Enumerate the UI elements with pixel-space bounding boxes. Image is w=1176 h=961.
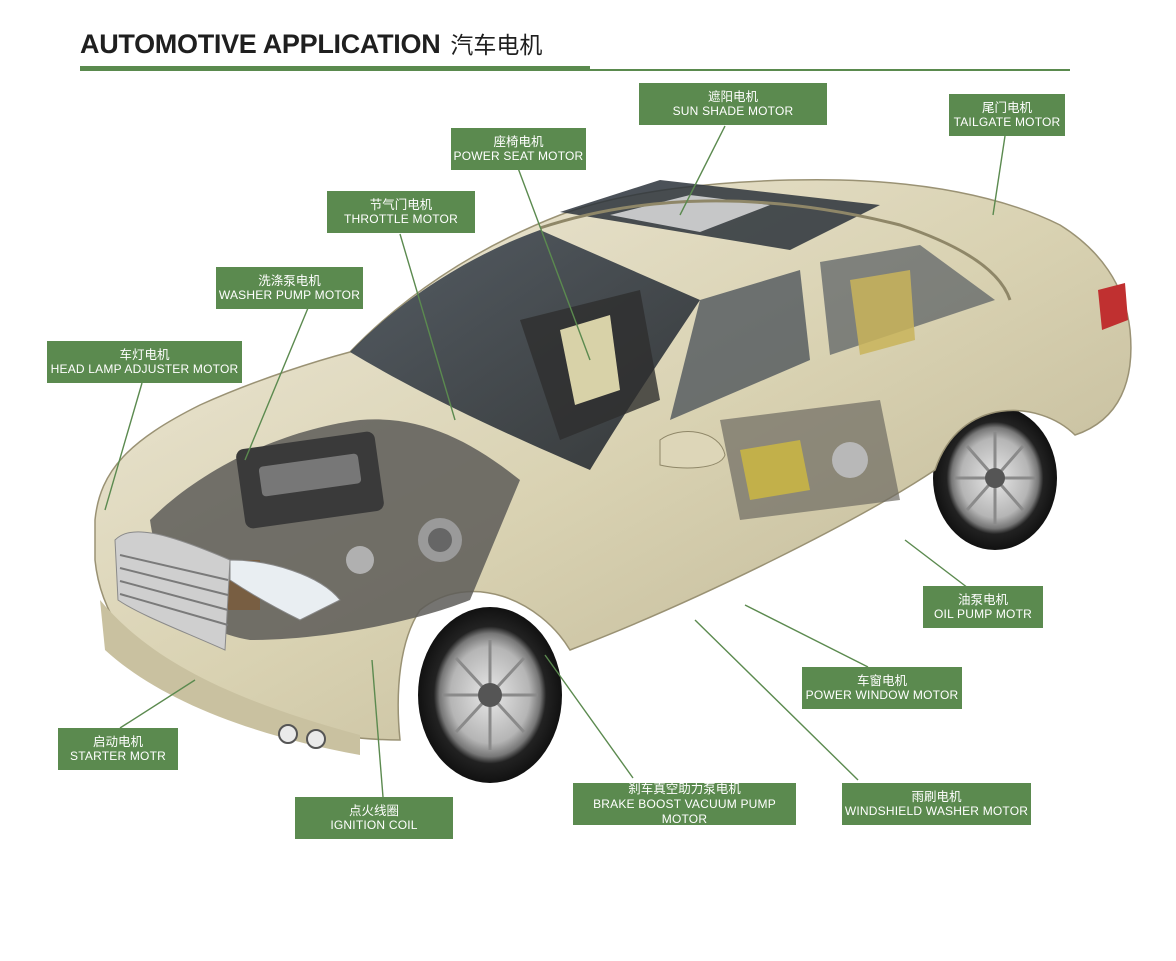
label-starter-motor: 启动电机 STARTER MOTR bbox=[58, 728, 178, 770]
label-sun-shade-motor: 遮阳电机 SUN SHADE MOTOR bbox=[639, 83, 827, 125]
label-windshield-washer-motor: 雨刷电机 WINDSHIELD WASHER MOTOR bbox=[842, 783, 1031, 825]
label-throttle-motor: 节气门电机 THROTTLE MOTOR bbox=[327, 191, 475, 233]
leader-lines bbox=[104, 125, 1006, 798]
label-power-seat-motor: 座椅电机 POWER SEAT MOTOR bbox=[451, 128, 586, 170]
label-brake-boost-vacuum-pump-motor: 刹车真空助力泵电机 BRAKE BOOST VACUUM PUMP MOTOR bbox=[573, 781, 796, 826]
title-underline-thick bbox=[80, 66, 590, 71]
label-oil-pump-motor: 油泵电机 OIL PUMP MOTR bbox=[923, 586, 1043, 628]
label-ignition-coil: 点火线圈 IGNITION COIL bbox=[295, 797, 453, 839]
front-bumper bbox=[100, 600, 360, 755]
label-power-window-motor: 车窗电机 POWER WINDOW MOTOR bbox=[802, 667, 962, 709]
headlight bbox=[229, 559, 341, 621]
side-window-front bbox=[670, 270, 810, 420]
rear-wheel bbox=[933, 406, 1057, 550]
title-english: AUTOMOTIVE APPLICATION bbox=[80, 29, 441, 59]
title-underline-thin bbox=[590, 69, 1070, 71]
label-tailgate-motor: 尾门电机 TAILGATE MOTOR bbox=[949, 94, 1065, 136]
title-chinese: 汽车电机 bbox=[450, 33, 543, 59]
side-mirror bbox=[659, 431, 726, 469]
front-wheel bbox=[418, 607, 562, 783]
label-washer-pump-motor: 洗涤泵电机 WASHER PUMP MOTOR bbox=[216, 267, 363, 309]
tail-light bbox=[1098, 283, 1128, 330]
front-grille bbox=[114, 531, 231, 651]
label-head-lamp-adjuster-motor: 车灯电机 HEAD LAMP ADJUSTER MOTOR bbox=[47, 341, 242, 383]
page-title: AUTOMOTIVE APPLICATION 汽车电机 bbox=[80, 26, 542, 60]
fog-light-left bbox=[278, 724, 298, 744]
fog-light-right bbox=[306, 729, 326, 749]
